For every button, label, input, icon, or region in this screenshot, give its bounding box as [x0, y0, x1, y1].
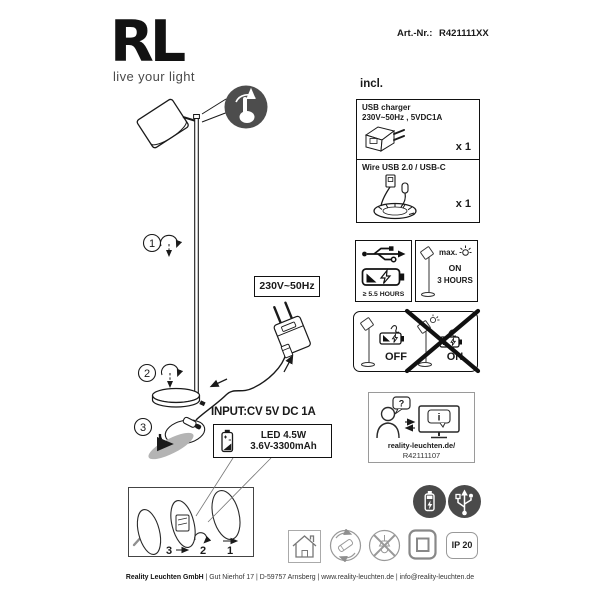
- battery-badge: [413, 485, 446, 518]
- item-title: Wire USB 2.0 / USB-C: [362, 163, 446, 172]
- footer: Reality Leuchten GmbH | Gut Nierhof 17 |…: [0, 574, 600, 581]
- battery-badge-icon: [424, 491, 435, 512]
- non-replaceable-light-source-icon: [368, 529, 401, 562]
- lamp-base: [151, 387, 201, 404]
- off-label: OFF: [385, 351, 407, 363]
- base-exploded-view: 3 2 1: [132, 489, 241, 556]
- support-url: reality-leuchten.de/: [387, 441, 456, 450]
- base-inset-box: 3 2 1: [128, 487, 254, 557]
- rotate-icon: [159, 234, 183, 257]
- lamp-shade: [136, 98, 189, 149]
- step-2-marker: 2: [137, 363, 157, 383]
- included-title: incl.: [360, 78, 384, 90]
- article-number: Art.-Nr.: R421111XX: [397, 28, 489, 39]
- inset-step-1: 1: [227, 545, 233, 556]
- max-label: max.: [439, 248, 458, 257]
- floor-lamp-icon: [420, 246, 435, 297]
- led-spec-line2: 3.6V-3300mAh: [250, 441, 317, 452]
- charge-time-box: ≥ 5.5 HOURS: [355, 240, 412, 302]
- footer-address: | Gut Nierhof 17 | D-59757 Arnsberg | ww…: [203, 574, 475, 581]
- base-open-illustration: [148, 419, 206, 460]
- support-illustration: ? i: [376, 396, 460, 439]
- ip-rating-badge: IP 20: [446, 532, 478, 559]
- item-qty: x 1: [455, 141, 471, 153]
- step-3-marker: 3: [133, 417, 153, 437]
- person-question-icon: [376, 396, 411, 439]
- lamp-arm: [182, 116, 197, 122]
- support-code: R42111107: [402, 451, 441, 460]
- item-title: USB charger 230V~50Hz , 5VDC1A: [362, 103, 443, 122]
- on-label: ON: [448, 263, 462, 273]
- lamp-pole-cap: [193, 114, 200, 119]
- led-spec-line1: LED 4.5W: [260, 429, 307, 441]
- usb-charger-icon: [364, 126, 405, 152]
- support-box: ? i reality-leuchten.de/ R42111107: [368, 392, 475, 463]
- battery-charging-icon: [361, 268, 405, 286]
- info-glyph: i: [438, 413, 441, 424]
- svg-text:3: 3: [140, 422, 146, 434]
- sync-arrows-icon: [404, 418, 416, 432]
- voltage-label: 230V~50Hz: [254, 276, 320, 297]
- included-item-charger: USB charger 230V~50Hz , 5VDC1A x 1: [356, 99, 480, 160]
- svg-text:1: 1: [149, 238, 155, 250]
- question-glyph: ?: [399, 399, 405, 409]
- lamp-base-rim: [151, 395, 201, 408]
- cross-x-icon: [404, 308, 481, 374]
- usb-cable-icon: [373, 174, 417, 220]
- charge-duration-label: ≥ 5.5 HOURS: [362, 291, 405, 298]
- article-number-label: Art.-Nr.:: [397, 28, 433, 39]
- item-qty: x 1: [455, 198, 471, 210]
- article-number-value: R421111XX: [439, 28, 489, 39]
- usage-warning-box: OFF ON: [353, 308, 481, 374]
- plug-arrow: [283, 354, 294, 373]
- floor-lamp-icon: [360, 317, 375, 367]
- battery-charging-icon: [379, 325, 404, 345]
- protection-class-ii-icon: [408, 529, 437, 560]
- lamp-pole: [194, 117, 199, 396]
- usb-c-connector: [182, 416, 202, 430]
- included-item-cable: Wire USB 2.0 / USB-C x 1: [356, 159, 480, 223]
- footer-company: Reality Leuchten GmbH: [125, 574, 204, 581]
- brand-logo: RL: [110, 9, 186, 75]
- inset-step-2: 2: [200, 545, 206, 556]
- hours-label: 3 HOURS: [437, 276, 473, 285]
- usb-badge: [448, 485, 481, 518]
- step-1-marker: 1: [142, 233, 162, 253]
- input-spec-label: INPUT:CV 5V DC 1A: [211, 406, 316, 418]
- brand-tagline: live your light: [113, 69, 195, 84]
- battery-icon: [221, 429, 234, 453]
- usb-icon: [362, 246, 406, 263]
- inset-step-3: 3: [166, 545, 172, 556]
- rotate-icon: [160, 363, 184, 388]
- indoor-use-icon: [288, 530, 321, 563]
- callout-line: [201, 98, 227, 115]
- led-spec-box: LED 4.5W 3.6V-3300mAh: [213, 424, 332, 458]
- usb-a-connector: [280, 343, 294, 359]
- replaceable-light-source-icon: [329, 529, 362, 562]
- plug-arrow: [209, 378, 228, 388]
- touch-icon: [224, 85, 268, 129]
- monitor-info-icon: [418, 405, 460, 439]
- dc-jack: [199, 400, 206, 407]
- svg-text:2: 2: [144, 368, 150, 380]
- usb-badge-icon: [455, 489, 473, 516]
- usb-charger-illustration: [273, 301, 311, 356]
- max-on-box: max. ON 3 HOURS: [415, 240, 478, 302]
- callout-line: [201, 111, 229, 123]
- bulb-icon: [459, 245, 472, 256]
